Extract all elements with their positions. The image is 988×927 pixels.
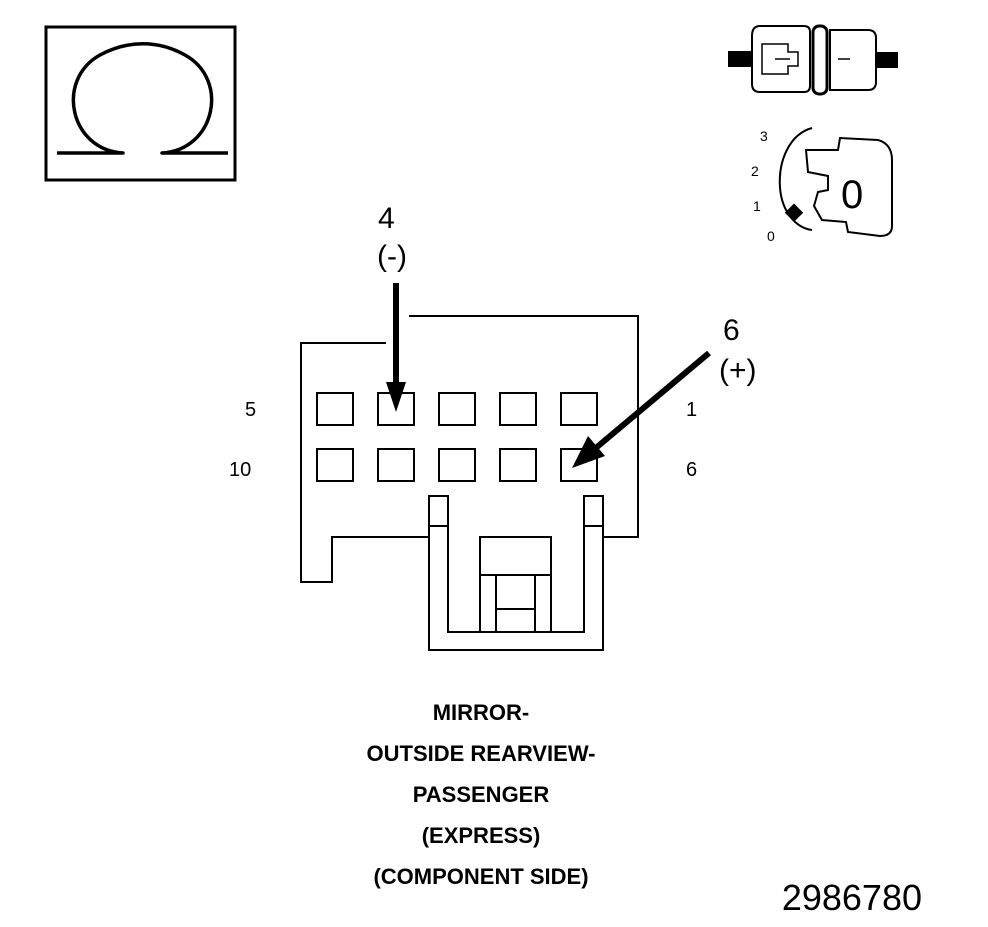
- cavity-1: [560, 392, 598, 426]
- cavity-7: [499, 448, 537, 482]
- ignition-position-2: 2: [751, 163, 759, 179]
- negative-polarity: (-): [377, 240, 407, 273]
- caption-line-3: PASSENGER: [412, 782, 550, 807]
- latch-lower: [479, 574, 552, 633]
- positive-probe-arrow: [572, 350, 711, 468]
- cavity-5: [316, 392, 354, 426]
- connector-face: [300, 315, 639, 651]
- caption-line-4: (EXPRESS): [421, 823, 541, 848]
- ignition-key-label: 0: [841, 173, 863, 217]
- negative-probe-arrow: [386, 283, 406, 412]
- bottom-row-right-label: 6: [686, 459, 697, 481]
- cavity-10: [316, 448, 354, 482]
- negative-pin-number: 4: [378, 202, 395, 235]
- top-row-right-label: 1: [686, 399, 697, 421]
- caption-line-1: MIRROR-: [432, 700, 530, 725]
- positive-polarity: (+): [719, 354, 757, 387]
- cavity-2: [499, 392, 537, 426]
- bottom-row-left-label: 10: [229, 459, 251, 481]
- cavity-9: [377, 448, 415, 482]
- top-row-left-label: 5: [245, 399, 256, 421]
- figure-number: 2986780: [781, 877, 922, 918]
- ignition-key-off-icon: 3 2 1 0 0: [751, 127, 893, 244]
- connector-disconnected-icon: [728, 24, 898, 96]
- ignition-position-3: 3: [760, 128, 768, 144]
- latch-upper: [479, 536, 552, 576]
- caption-line-2: OUTSIDE REARVIEW-: [366, 741, 596, 766]
- component-caption: MIRROR- OUTSIDE REARVIEW- PASSENGER (EXP…: [0, 692, 962, 897]
- cavity-3: [438, 392, 476, 426]
- cavity-6: [560, 448, 598, 482]
- caption-line-5: (COMPONENT SIDE): [373, 864, 589, 889]
- ohm-icon: [44, 25, 237, 182]
- ignition-position-0: 0: [767, 228, 775, 244]
- positive-pin-number: 6: [723, 314, 740, 347]
- cavity-8: [438, 448, 476, 482]
- ignition-position-1: 1: [753, 198, 761, 214]
